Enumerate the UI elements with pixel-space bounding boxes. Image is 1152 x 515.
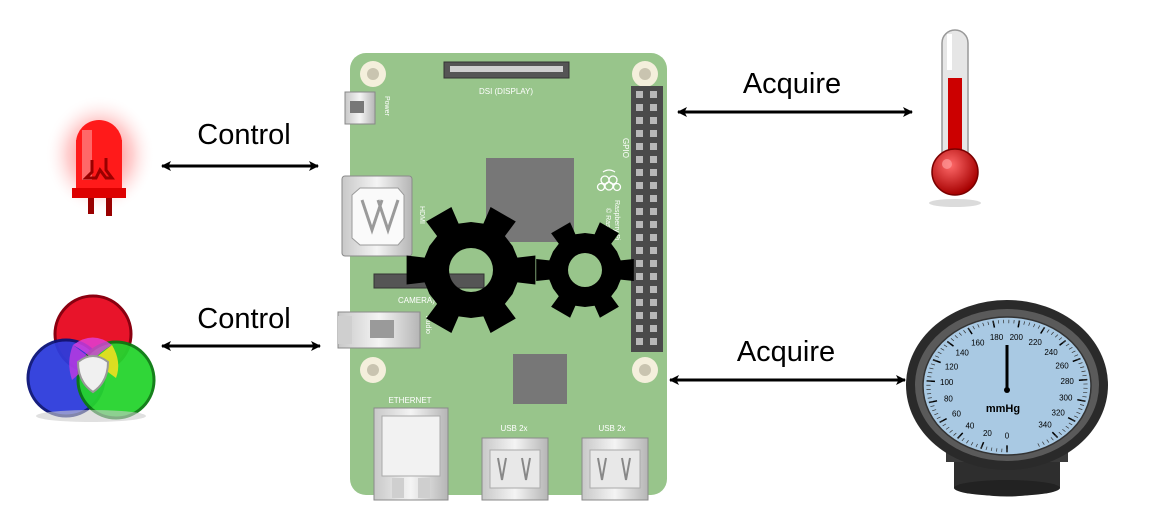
usb-left-label: USB 2x: [500, 424, 527, 433]
gpio-pin: [636, 91, 643, 98]
gpio-pin: [650, 195, 657, 202]
dsi-label: DSI (DISPLAY): [479, 87, 533, 96]
gpio-pin: [650, 247, 657, 254]
gpio-pin: [650, 299, 657, 306]
gauge-unit-label: mmHg: [986, 403, 1020, 415]
gauge-tick-label: 140: [956, 349, 970, 358]
gpio-pin: [636, 117, 643, 124]
gauge-tick-label: 80: [944, 394, 953, 403]
brand-label-line1: Raspberry Pi: [613, 200, 620, 241]
gpio-pin: [636, 234, 643, 241]
gauge-tick-label: 300: [1059, 394, 1073, 403]
gpio-pin: [636, 325, 643, 332]
large-gear-icon: [406, 207, 536, 333]
raspberry-logo-icon: [596, 169, 622, 192]
gpio-pin: [650, 169, 657, 176]
gpio-pin: [650, 221, 657, 228]
gauge-tick-label: 20: [983, 429, 992, 438]
gauge-tick-label: 100: [940, 378, 954, 387]
gauge-tick-label: 0: [1005, 432, 1010, 441]
gpio-pin: [650, 104, 657, 111]
gauge-tick-label: 220: [1029, 338, 1043, 347]
gpio-pin: [636, 169, 643, 176]
gauge-tick-label: 200: [1010, 333, 1024, 342]
gauge-tick-label: 260: [1055, 361, 1069, 370]
gpio-pin: [650, 325, 657, 332]
small-gear-icon: [536, 222, 634, 318]
gpio-pin: [650, 130, 657, 137]
acquire-arrow-bottom: Acquire: [669, 336, 906, 385]
gpio-pin: [650, 156, 657, 163]
gpio-pin: [650, 286, 657, 293]
gpio-pin: [636, 143, 643, 150]
hdmi-label: HDMI: [418, 206, 425, 224]
gpio-pin: [636, 182, 643, 189]
audio-jack: [337, 311, 421, 349]
gauge-tick-label: 240: [1044, 348, 1058, 357]
usb-port-left: [481, 437, 549, 501]
gpio-pin: [650, 117, 657, 124]
gpio-pin: [650, 312, 657, 319]
gpio-header: [631, 86, 663, 352]
gpio-pin: [650, 208, 657, 215]
power-label: Power: [383, 96, 390, 117]
gpio-pin: [636, 104, 643, 111]
gpio-pin: [636, 130, 643, 137]
gauge-tick-label: 120: [945, 362, 959, 371]
gpio-pin: [650, 182, 657, 189]
gauge-tick-label: 320: [1052, 409, 1066, 418]
gpio-pin: [636, 338, 643, 345]
rgb-color-icon: [26, 294, 156, 422]
ethernet-label: ETHERNET: [388, 396, 431, 405]
gauge-tick-label: 60: [952, 409, 961, 418]
gpio-pin: [650, 260, 657, 267]
acquire-label-top: Acquire: [743, 68, 841, 100]
gpio-pin: [650, 143, 657, 150]
gpio-pin: [636, 286, 643, 293]
gauge-tick-label: 180: [990, 333, 1004, 342]
gauge-tick-label: 160: [971, 339, 985, 348]
audio-label: Audio: [424, 316, 431, 334]
control-label-bottom: Control: [197, 303, 291, 335]
gpio-pin: [636, 312, 643, 319]
gpio-pin: [636, 221, 643, 228]
raspberry-pi-board: DSI (DISPLAY) Power GPIO Raspberry Pi © …: [337, 53, 667, 501]
acquire-arrow-top: Acquire: [677, 68, 913, 117]
gpio-pin: [636, 260, 643, 267]
thermometer-icon: [929, 29, 981, 207]
ethernet-port: [373, 407, 449, 501]
usb-port-right: [581, 437, 649, 501]
usb-right-label: USB 2x: [598, 424, 625, 433]
gpio-pin: [650, 91, 657, 98]
led-icon: [45, 95, 155, 216]
gpio-label: GPIO: [621, 138, 630, 158]
gpio-pin: [636, 156, 643, 163]
camera-label: CAMERA): [398, 296, 435, 305]
control-label-top: Control: [197, 119, 291, 151]
gpio-pin: [650, 273, 657, 280]
gauge-tick-label: 340: [1038, 421, 1052, 430]
mounting-holes: [360, 61, 658, 383]
gpio-pin: [636, 195, 643, 202]
gpio-pin: [636, 208, 643, 215]
control-arrow-bottom: Control: [161, 303, 321, 351]
gauge-tick-label: 280: [1061, 377, 1075, 386]
control-arrow-top: Control: [161, 119, 319, 171]
hdmi-port: [341, 175, 413, 257]
gpio-pin: [636, 273, 643, 280]
gpio-pin: [650, 234, 657, 241]
gauge-tick-label: 40: [965, 421, 974, 430]
acquire-label-bottom: Acquire: [737, 336, 835, 368]
gpio-pin: [636, 299, 643, 306]
gpio-pin: [650, 338, 657, 345]
gpio-pin: [636, 247, 643, 254]
lan-chip: [513, 354, 567, 404]
